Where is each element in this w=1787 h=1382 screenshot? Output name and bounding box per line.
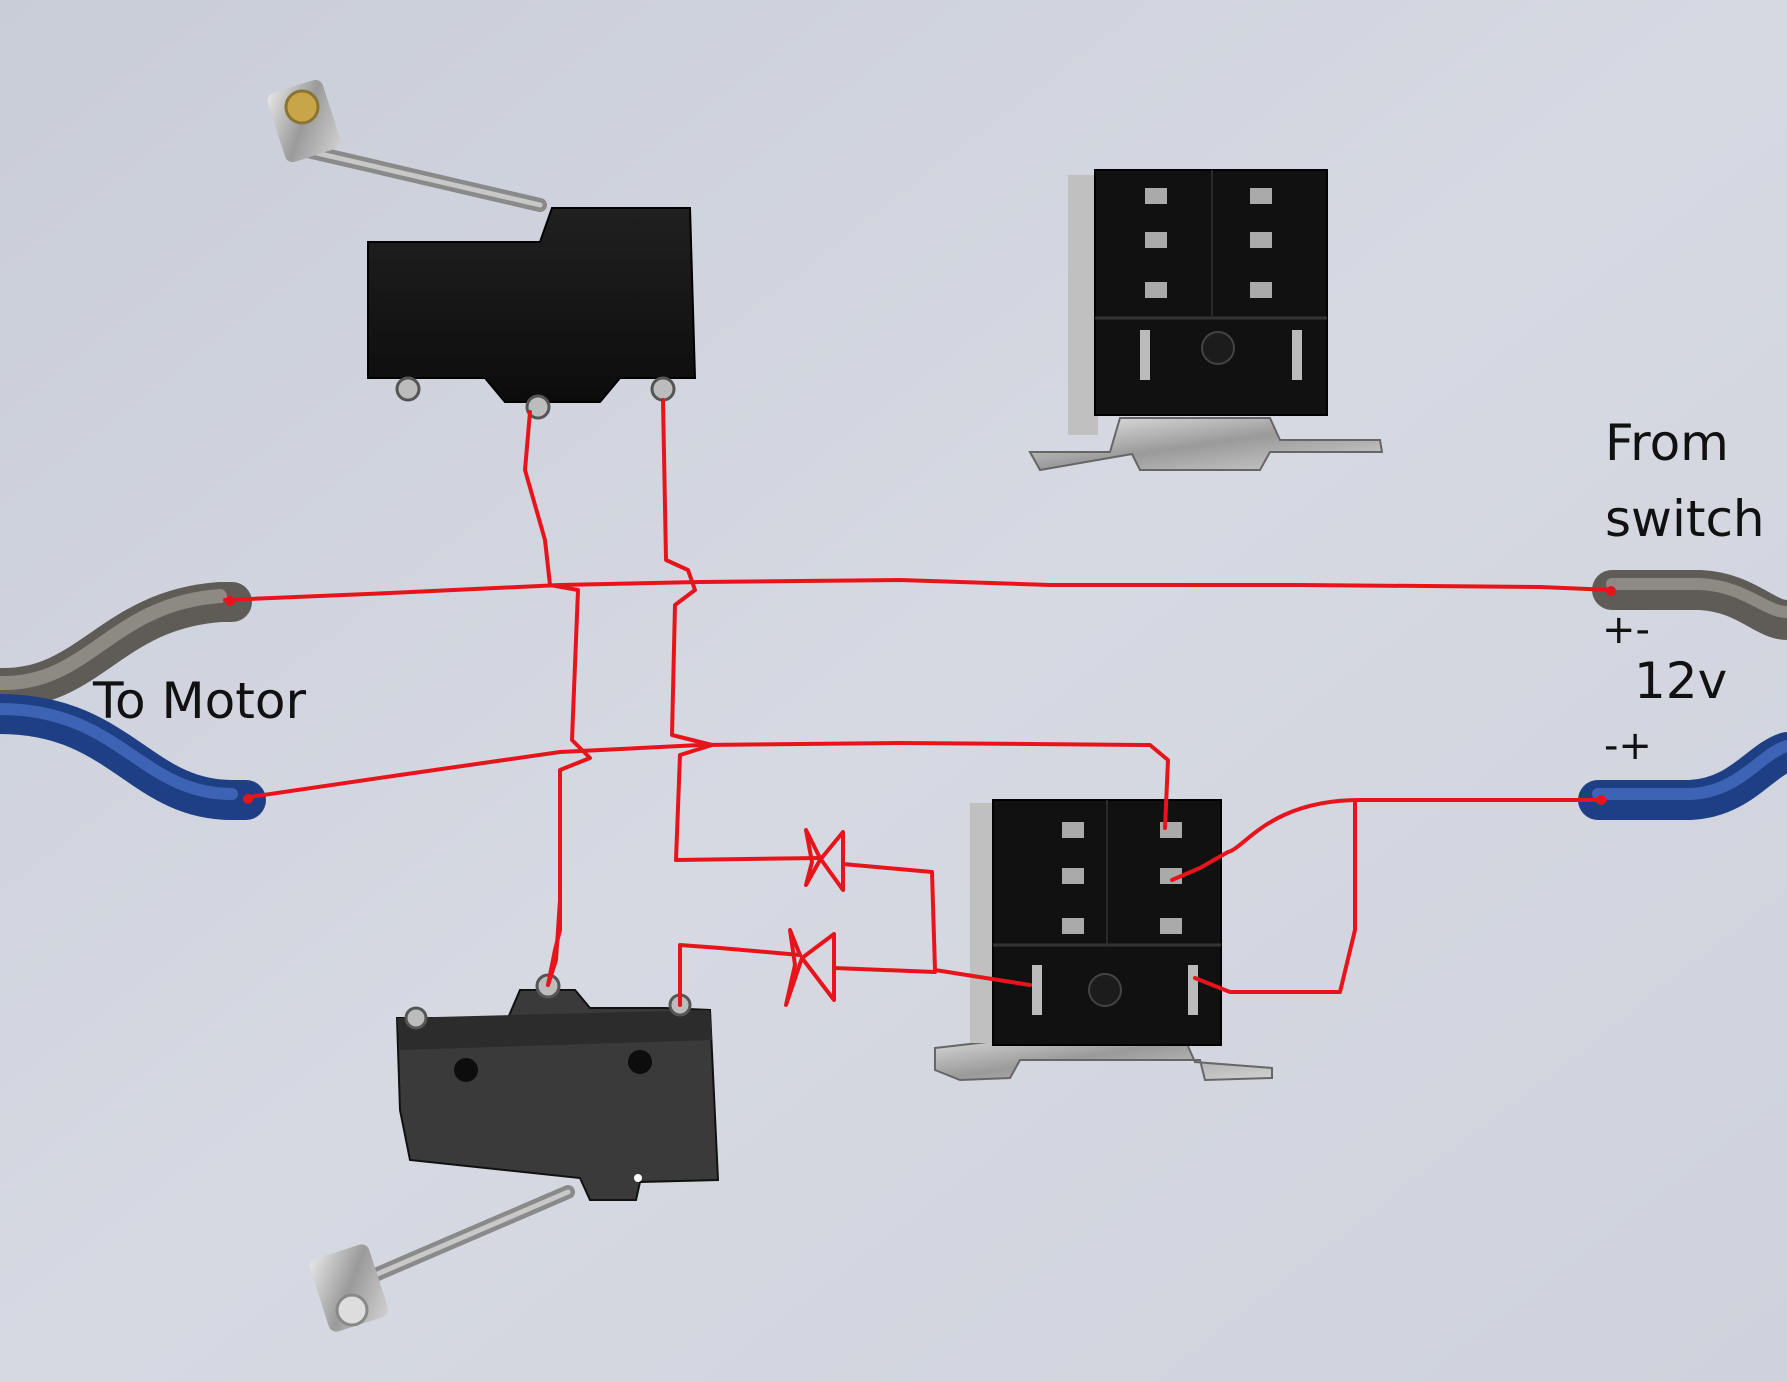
voltage-label: 12v xyxy=(1634,652,1728,710)
switch-grey-tip xyxy=(1606,586,1616,596)
from-switch-label-line2: switch xyxy=(1605,490,1765,548)
relay-return-wire xyxy=(1193,801,1357,994)
bottom-relay xyxy=(934,799,1273,1082)
motor-blue-tip xyxy=(243,794,253,804)
upper-diode-to-relay-wire xyxy=(841,862,1032,987)
polarity-bottom-label: -+ xyxy=(1604,723,1652,769)
top-bus-wire xyxy=(223,578,1614,602)
switch-grey-cable xyxy=(1592,570,1787,640)
relay-coil-wire xyxy=(1170,798,1607,882)
switch-blue-tip xyxy=(1596,795,1606,805)
switch-link-wire-2 xyxy=(661,398,822,862)
motor-blue-cable xyxy=(0,694,266,820)
lower-bus-wire xyxy=(248,741,1170,830)
upper-diode-symbol xyxy=(804,828,845,892)
lower-diode-symbol xyxy=(784,928,836,1007)
lower-diode-to-relay-wire xyxy=(832,966,937,974)
motor-grey-cable xyxy=(0,582,252,708)
red-wiring xyxy=(223,398,1614,1007)
motor-grey-tip xyxy=(225,596,235,606)
top-limit-switch xyxy=(267,79,697,420)
from-switch-label-line1: From xyxy=(1605,414,1729,472)
top-relay xyxy=(1028,169,1384,472)
switch-blue-cable xyxy=(1578,732,1787,820)
polarity-top-label: +- xyxy=(1602,607,1650,653)
switch-link-wire-3 xyxy=(678,943,802,1007)
switch-link-wire-1b xyxy=(546,898,562,987)
to-motor-label: To Motor xyxy=(93,672,307,730)
